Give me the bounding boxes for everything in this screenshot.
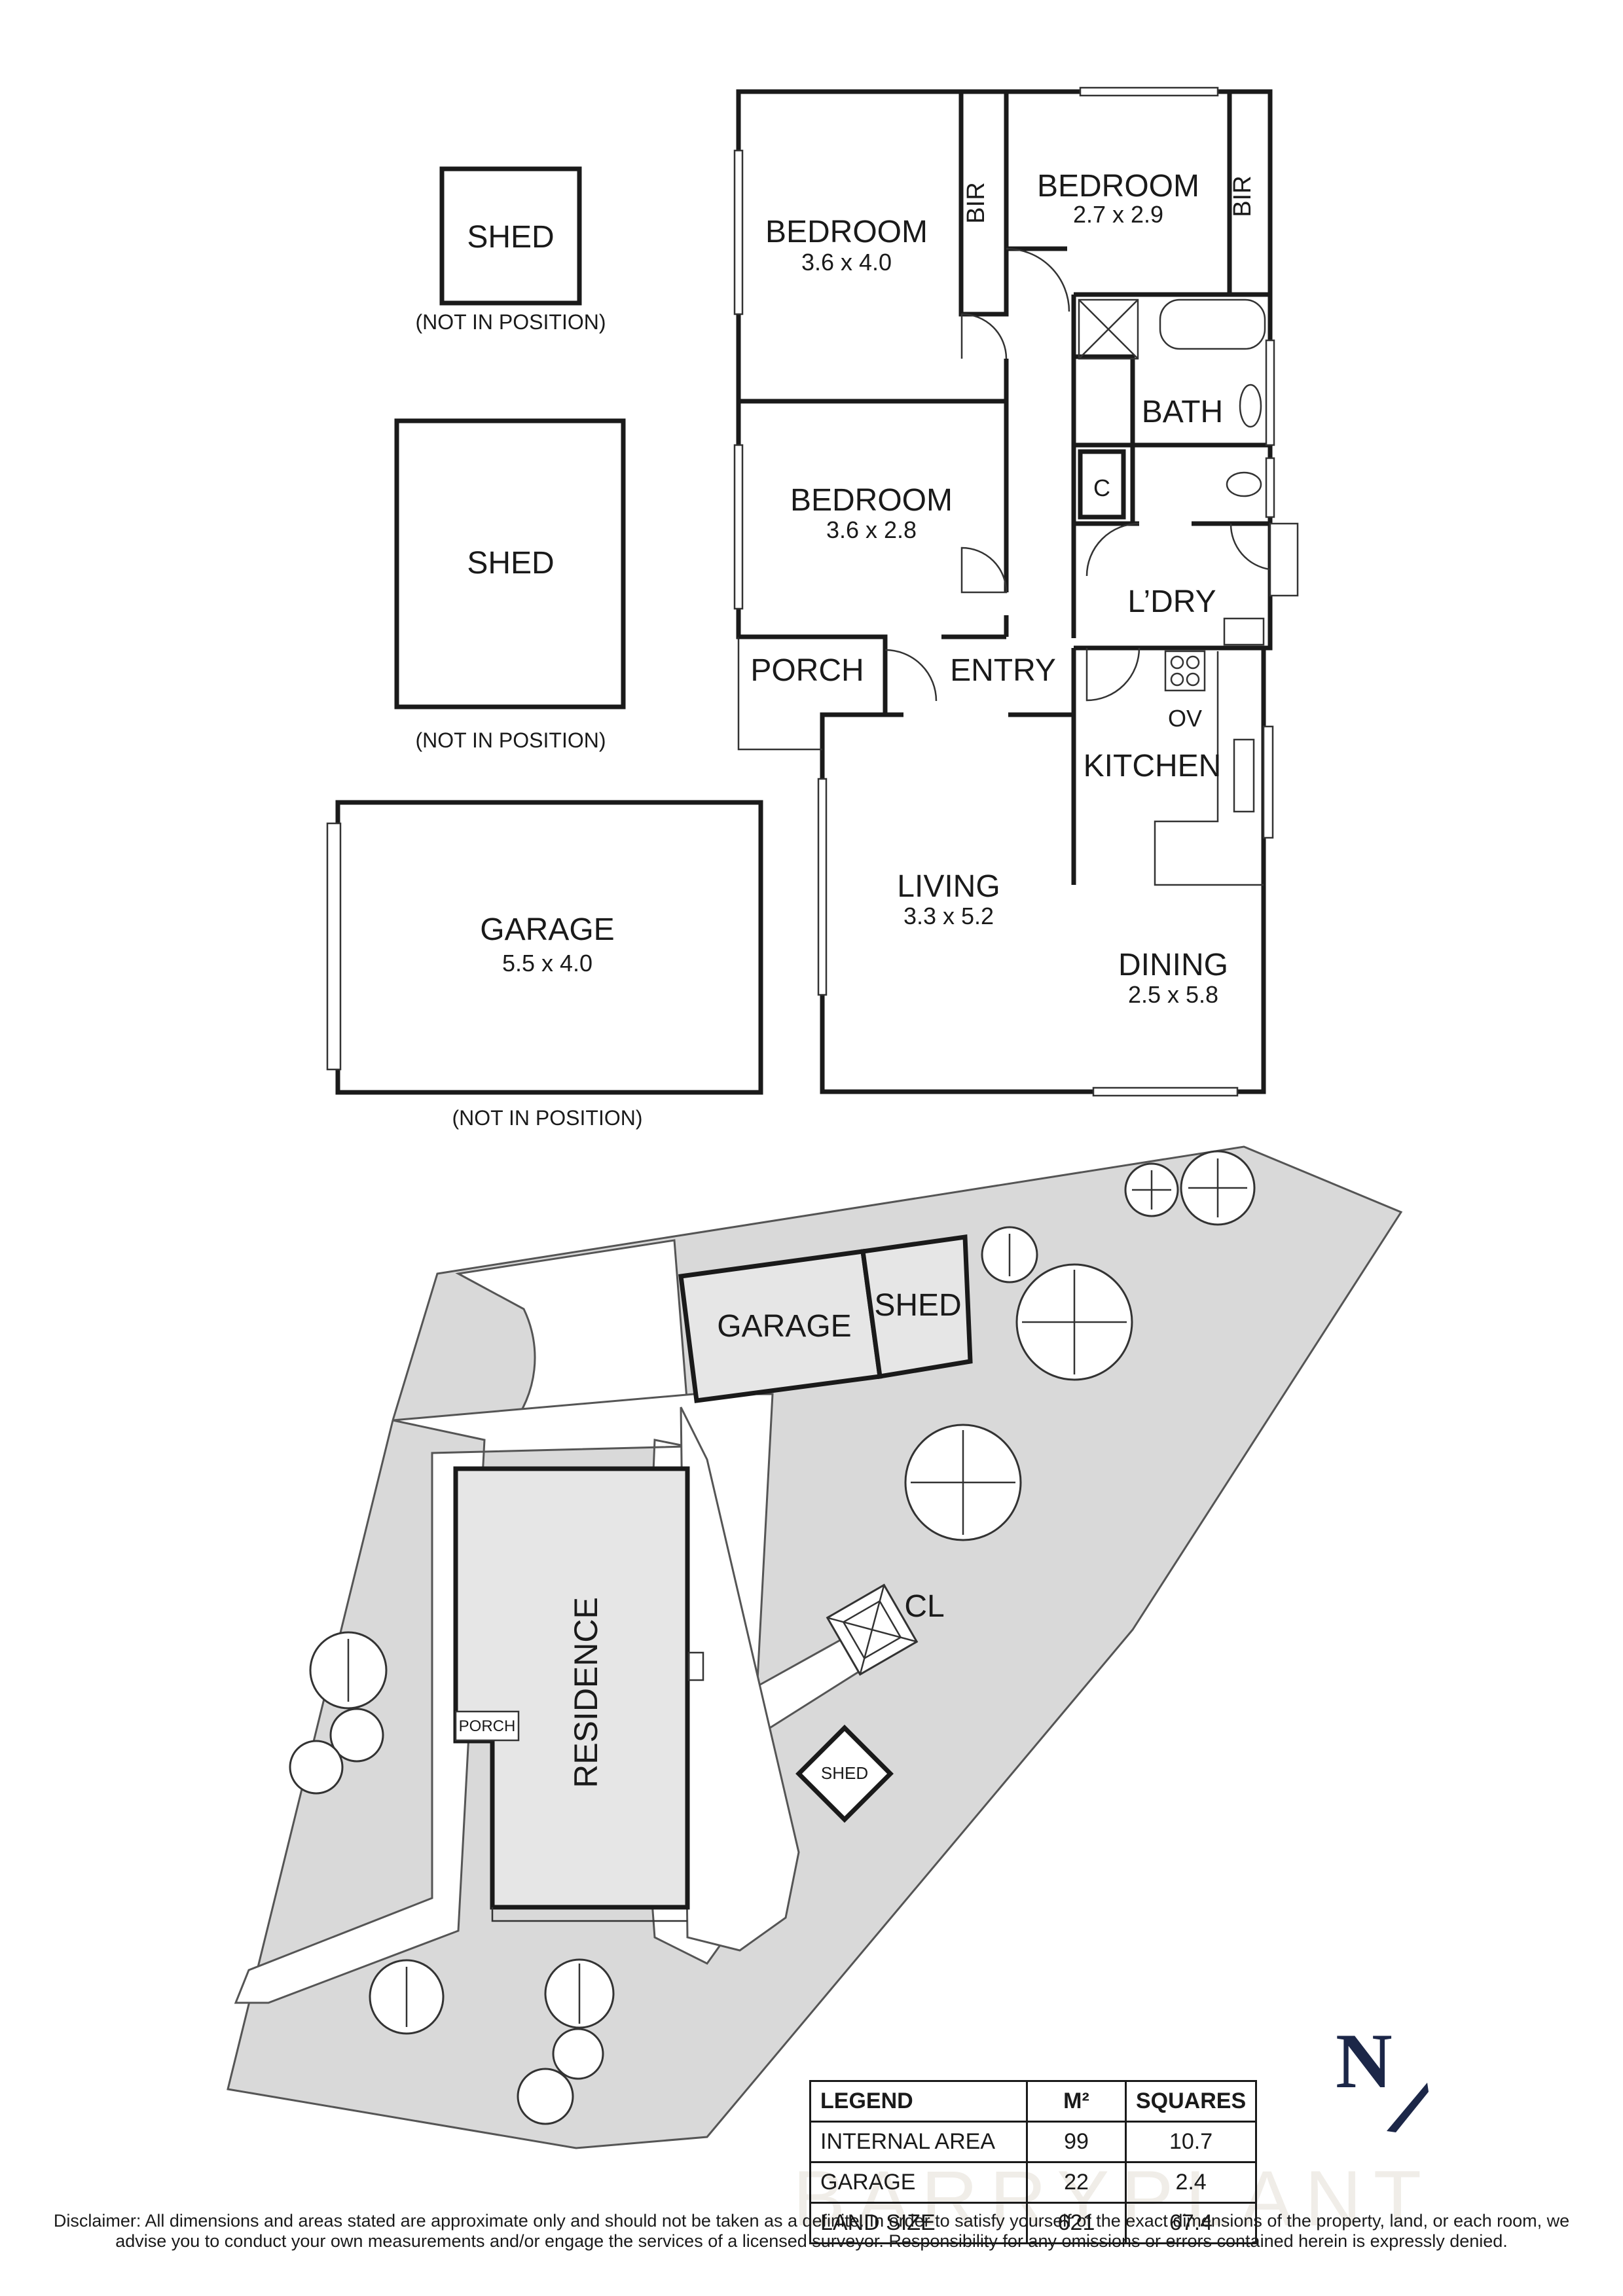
site-porch-label: PORCH bbox=[459, 1717, 516, 1735]
legend-cell-m2: 621 bbox=[1026, 2202, 1127, 2244]
legend-cell-squares: 67.4 bbox=[1124, 2202, 1258, 2244]
kitchen-label: KITCHEN bbox=[1084, 749, 1222, 783]
site-garage-label: GARAGE bbox=[717, 1309, 851, 1344]
living-label: LIVING bbox=[897, 869, 1000, 904]
bath-label: BATH bbox=[1142, 395, 1223, 429]
legend-header-squares: SQUARES bbox=[1124, 2080, 1258, 2123]
disclaimer-text: Disclaimer: All dimensions and areas sta… bbox=[53, 2211, 1570, 2251]
legend-header-row: LEGEND M² SQUARES bbox=[809, 2080, 1258, 2123]
porch-label: PORCH bbox=[750, 653, 864, 688]
site-shed-small-label: SHED bbox=[821, 1763, 868, 1783]
table-row: INTERNAL AREA 99 10.7 bbox=[809, 2121, 1258, 2163]
bedroom1-label: BEDROOM bbox=[765, 215, 928, 249]
area-legend-table: LEGEND M² SQUARES INTERNAL AREA 99 10.7 … bbox=[809, 2080, 1258, 2244]
bedroom1-dims: 3.6 x 4.0 bbox=[801, 249, 892, 276]
legend-cell-name: GARAGE bbox=[809, 2161, 1028, 2204]
north-arrow-icon bbox=[1387, 2083, 1429, 2132]
oven-label: OV bbox=[1168, 705, 1202, 732]
tree-icons bbox=[289, 1150, 1256, 2125]
legend-cell-squares: 10.7 bbox=[1124, 2121, 1258, 2163]
entry-label: ENTRY bbox=[950, 653, 1056, 688]
shed-small: SHED (NOT IN POSITION) bbox=[416, 166, 606, 334]
legend-header-m2: M² bbox=[1026, 2080, 1127, 2123]
garage-detached: GARAGE 5.5 x 4.0 (NOT IN POSITION) bbox=[326, 800, 763, 1130]
bir-label-2: BIR bbox=[1229, 175, 1256, 217]
north-indicator: N bbox=[1336, 2017, 1393, 2104]
legend-cell-m2: 99 bbox=[1026, 2121, 1127, 2163]
bedroom3-label: BEDROOM bbox=[790, 483, 953, 518]
shed-large-note: (NOT IN POSITION) bbox=[416, 728, 606, 752]
garage-door bbox=[326, 822, 342, 1071]
garage-dims: 5.5 x 4.0 bbox=[502, 950, 593, 977]
legend-cell-name: INTERNAL AREA bbox=[809, 2121, 1028, 2163]
shed-small-label: SHED bbox=[467, 220, 554, 255]
garage-label: GARAGE bbox=[480, 912, 614, 947]
site-plan: GARAGE SHED PORCH RESIDENCE CL SHED bbox=[227, 1145, 1403, 2149]
living-dims: 3.3 x 5.2 bbox=[903, 903, 994, 929]
bir-label-1: BIR bbox=[962, 182, 990, 223]
clothesline-label: CL bbox=[904, 1589, 944, 1624]
shed-large: SHED (NOT IN POSITION) bbox=[394, 418, 626, 752]
dining-label: DINING bbox=[1118, 948, 1228, 982]
garage-note: (NOT IN POSITION) bbox=[452, 1106, 643, 1130]
dining-dims: 2.5 x 5.8 bbox=[1128, 981, 1218, 1008]
laundry-label: L’DRY bbox=[1127, 584, 1216, 619]
cupboard-label: C bbox=[1093, 475, 1110, 501]
legend-cell-m2: 22 bbox=[1026, 2161, 1127, 2204]
shed-small-note: (NOT IN POSITION) bbox=[416, 310, 606, 334]
bedroom2-dims: 2.7 x 2.9 bbox=[1073, 201, 1163, 228]
site-shed-label: SHED bbox=[874, 1288, 961, 1323]
table-row: GARAGE 22 2.4 bbox=[809, 2161, 1258, 2204]
clothesline-icon bbox=[826, 1583, 919, 1676]
legend-header-name: LEGEND bbox=[809, 2080, 1028, 2123]
house-plan: BIR BIR BATH C L’DRY bbox=[733, 86, 1299, 1097]
table-row: LAND SIZE 621 67.4 bbox=[809, 2202, 1258, 2244]
bedroom2-label: BEDROOM bbox=[1037, 169, 1199, 204]
residence-label: RESIDENCE bbox=[568, 1597, 604, 1788]
legend-cell-squares: 2.4 bbox=[1124, 2161, 1258, 2204]
shed-large-label: SHED bbox=[467, 546, 554, 581]
legend-cell-name: LAND SIZE bbox=[809, 2202, 1028, 2244]
bedroom3-dims: 3.6 x 2.8 bbox=[826, 516, 917, 543]
